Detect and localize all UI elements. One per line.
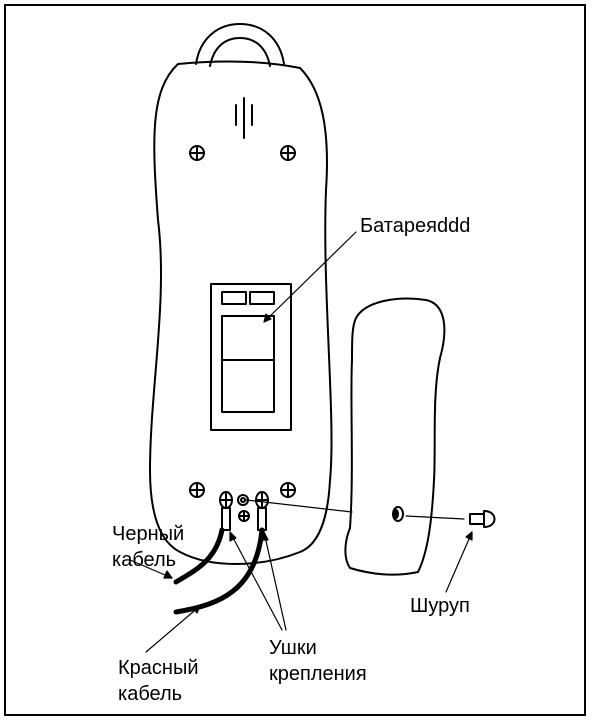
label-screw: Шуруп: [410, 594, 470, 618]
battery-clip: [222, 292, 246, 304]
hanging-loop: [196, 24, 284, 64]
label-lugs-line1: Ушки: [269, 636, 317, 660]
label-battery: Батареяddd: [360, 214, 470, 238]
screw-top-right: [281, 146, 295, 160]
label-red-cable-line2: кабель: [118, 682, 182, 706]
mounting-lug-left: [220, 492, 232, 530]
leader-red-cable: [146, 606, 200, 652]
mounting-lug-center: [238, 495, 249, 521]
holster-screw-hole-inner: [394, 510, 398, 518]
leader-screw: [446, 532, 472, 592]
screw-bottom-left: [190, 483, 204, 497]
holster-cover: [345, 299, 444, 575]
leader-battery: [264, 232, 356, 322]
screw-part: [470, 511, 495, 527]
screw-top-left: [190, 146, 204, 160]
battery-cell: [222, 360, 274, 412]
leader-lugs-left: [230, 532, 282, 630]
screw-bottom-right: [281, 483, 295, 497]
label-black-cable-line2: кабель: [112, 548, 176, 572]
mounting-lug-right: [256, 492, 268, 530]
battery-cell: [222, 316, 274, 360]
label-red-cable-line1: Красный: [118, 656, 199, 680]
battery-clip: [250, 292, 274, 304]
label-lugs-line2: крепления: [269, 662, 367, 686]
label-black-cable-line1: Черный: [112, 522, 184, 546]
alignment-line: [406, 516, 464, 519]
meter-body: [150, 61, 332, 564]
